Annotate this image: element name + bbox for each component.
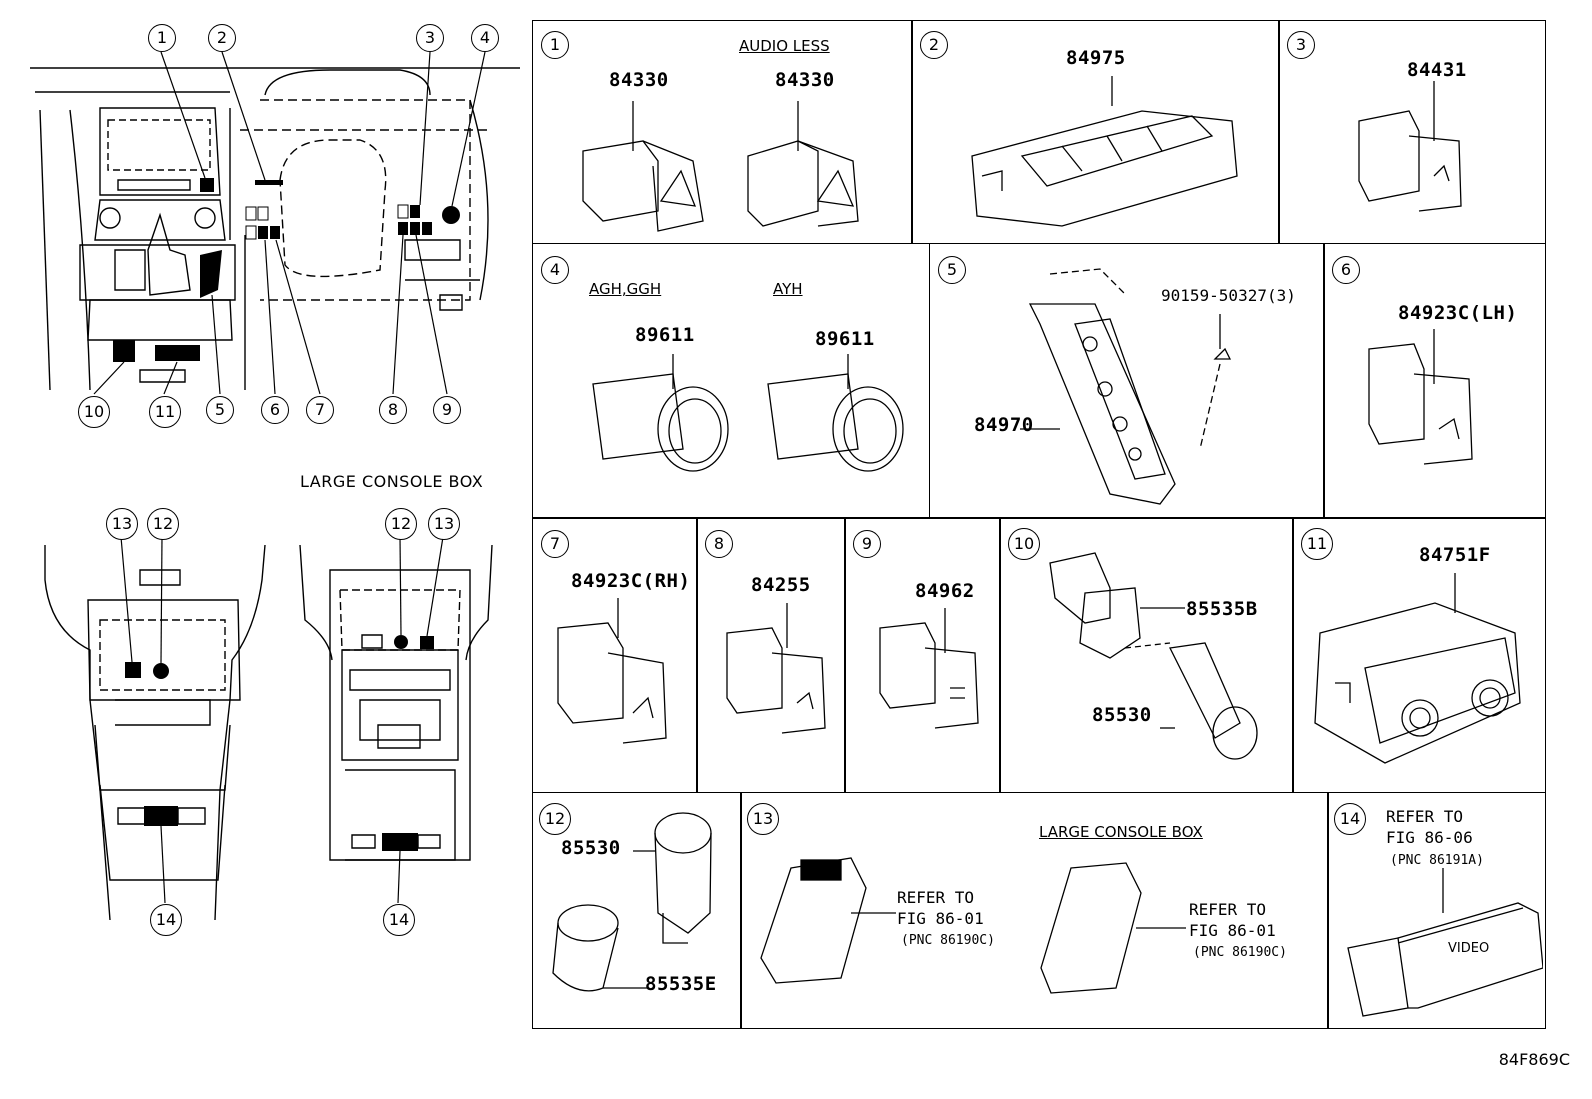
callout-8: 8 bbox=[379, 396, 407, 424]
climate-panel-drawing bbox=[1314, 573, 1521, 764]
cell-13-ref-b-line3: (PNC 86190C) bbox=[1193, 945, 1287, 960]
callout-14-small: 14 bbox=[150, 904, 182, 936]
cell-13-note: LARGE CONSOLE BOX bbox=[1039, 823, 1203, 841]
cell-11-index: 11 bbox=[1301, 528, 1333, 560]
part-84923c-lh: 84923C(LH) bbox=[1398, 302, 1518, 324]
cell-9-index: 9 bbox=[853, 530, 881, 558]
cell-7-index: 7 bbox=[541, 530, 569, 558]
switch-84962-drawing bbox=[879, 608, 979, 729]
part-84330-b: 84330 bbox=[775, 69, 835, 91]
part-84923c-rh: 84923C(RH) bbox=[571, 570, 691, 592]
cell-13-index: 13 bbox=[747, 803, 779, 835]
switch-84923c-lh-drawing bbox=[1368, 329, 1473, 465]
cell-14: 14 REFER TO FIG 86-06 (PNC 86191A) VIDEO bbox=[1327, 792, 1546, 1029]
callout-12-small: 12 bbox=[147, 508, 179, 540]
socket-85535e-drawing bbox=[552, 812, 712, 992]
cell-14-ref-line2: FIG 86-06 bbox=[1386, 828, 1473, 847]
part-84975: 84975 bbox=[1066, 47, 1126, 69]
cell-4-label-agh: AGH,GGH bbox=[589, 280, 662, 298]
callout-4: 4 bbox=[471, 24, 499, 52]
callout-1: 1 bbox=[148, 24, 176, 52]
cell-10: 10 85535B 85530 bbox=[999, 517, 1294, 793]
callout-10: 10 bbox=[78, 396, 110, 428]
cell-8: 8 84255 bbox=[696, 517, 846, 793]
cell-13-ref-b-line1: REFER TO bbox=[1189, 900, 1267, 919]
cell-10-index: 10 bbox=[1008, 528, 1040, 560]
callout-14-large: 14 bbox=[383, 904, 415, 936]
callout-9: 9 bbox=[433, 396, 461, 424]
large-console-caption: LARGE CONSOLE BOX bbox=[300, 472, 484, 491]
cell-14-ref-line1: REFER TO bbox=[1386, 807, 1464, 826]
video-device-label: VIDEO bbox=[1448, 941, 1490, 956]
usb-port-drawing bbox=[760, 857, 1186, 994]
part-84962: 84962 bbox=[915, 580, 975, 602]
part-84431: 84431 bbox=[1407, 59, 1467, 81]
cell-13-ref-b-line2: FIG 86-01 bbox=[1189, 921, 1276, 940]
cell-13-ref-a-line3: (PNC 86190C) bbox=[901, 933, 995, 948]
cell-1-index: 1 bbox=[541, 31, 569, 59]
overview-panel: 1 2 3 4 5 6 7 8 9 10 11 LARGE CONSOLE BO… bbox=[0, 0, 525, 1099]
callout-3: 3 bbox=[416, 24, 444, 52]
part-84970: 84970 bbox=[974, 414, 1034, 436]
cell-13-ref-a-line2: FIG 86-01 bbox=[897, 909, 984, 928]
switch-84255-drawing bbox=[726, 603, 826, 734]
cell-3: 3 84431 bbox=[1278, 20, 1546, 244]
video-input-drawing bbox=[1347, 868, 1543, 1017]
part-84751f: 84751F bbox=[1419, 544, 1491, 566]
callout-7: 7 bbox=[306, 396, 334, 424]
cell-3-index: 3 bbox=[1287, 31, 1315, 59]
cell-12: 12 85530 85535E bbox=[532, 792, 742, 1029]
callout-5: 5 bbox=[206, 396, 234, 424]
part-84330-a: 84330 bbox=[609, 69, 669, 91]
cell-9: 9 84962 bbox=[844, 517, 1001, 793]
dashboard-illustration bbox=[30, 51, 520, 921]
part-85530-cell10: 85530 bbox=[1092, 704, 1152, 726]
cell-6: 6 84923C(LH) bbox=[1323, 243, 1546, 519]
part-85535b: 85535B bbox=[1186, 598, 1258, 620]
cell-5-index: 5 bbox=[938, 256, 966, 284]
callout-13-large: 13 bbox=[428, 508, 460, 540]
callout-11: 11 bbox=[149, 396, 181, 428]
cell-5: 5 90159-50327(3) 84970 bbox=[929, 243, 1325, 519]
part-89611-b: 89611 bbox=[815, 328, 875, 350]
cell-14-index: 14 bbox=[1334, 803, 1366, 835]
start-switch-drawing bbox=[592, 354, 904, 472]
cell-2-index: 2 bbox=[920, 31, 948, 59]
switch-84923c-rh-drawing bbox=[557, 598, 667, 744]
part-85535e: 85535E bbox=[645, 973, 717, 995]
callout-12-large: 12 bbox=[385, 508, 417, 540]
cell-1: 1 AUDIO LESS 84330 84330 bbox=[532, 20, 913, 244]
cell-1-note: AUDIO LESS bbox=[739, 37, 830, 55]
cell-13-ref-a-line1: REFER TO bbox=[897, 888, 975, 907]
steering-switch-drawing bbox=[971, 76, 1238, 227]
cell-4: 4 AGH,GGH AYH 89611 89611 bbox=[532, 243, 930, 519]
seat-switch-panel-drawing bbox=[1020, 268, 1232, 505]
cell-4-label-ayh: AYH bbox=[773, 280, 803, 298]
cell-12-index: 12 bbox=[539, 803, 571, 835]
figure-id: 84F869C bbox=[1498, 1050, 1570, 1069]
cell-4-index: 4 bbox=[541, 256, 569, 284]
part-90159-50327: 90159-50327(3) bbox=[1161, 286, 1296, 305]
cell-7: 7 84923C(RH) bbox=[532, 517, 698, 793]
switch-84431-drawing bbox=[1358, 81, 1462, 212]
hazard-switch-drawing bbox=[582, 101, 859, 232]
callout-6: 6 bbox=[261, 396, 289, 424]
part-84255: 84255 bbox=[751, 574, 811, 596]
cell-8-index: 8 bbox=[705, 530, 733, 558]
cell-11: 11 84751F bbox=[1292, 517, 1546, 793]
callout-2: 2 bbox=[208, 24, 236, 52]
callout-13-small: 13 bbox=[106, 508, 138, 540]
part-89611-a: 89611 bbox=[635, 324, 695, 346]
cell-6-index: 6 bbox=[1332, 256, 1360, 284]
part-85530-cell12: 85530 bbox=[561, 837, 621, 859]
cell-14-ref-line3: (PNC 86191A) bbox=[1390, 853, 1484, 868]
cell-13: 13 LARGE CONSOLE BOX REFER TO FIG 86-01 … bbox=[740, 792, 1329, 1029]
cell-2: 2 84975 bbox=[911, 20, 1280, 244]
socket-85535b-drawing bbox=[1049, 552, 1258, 760]
